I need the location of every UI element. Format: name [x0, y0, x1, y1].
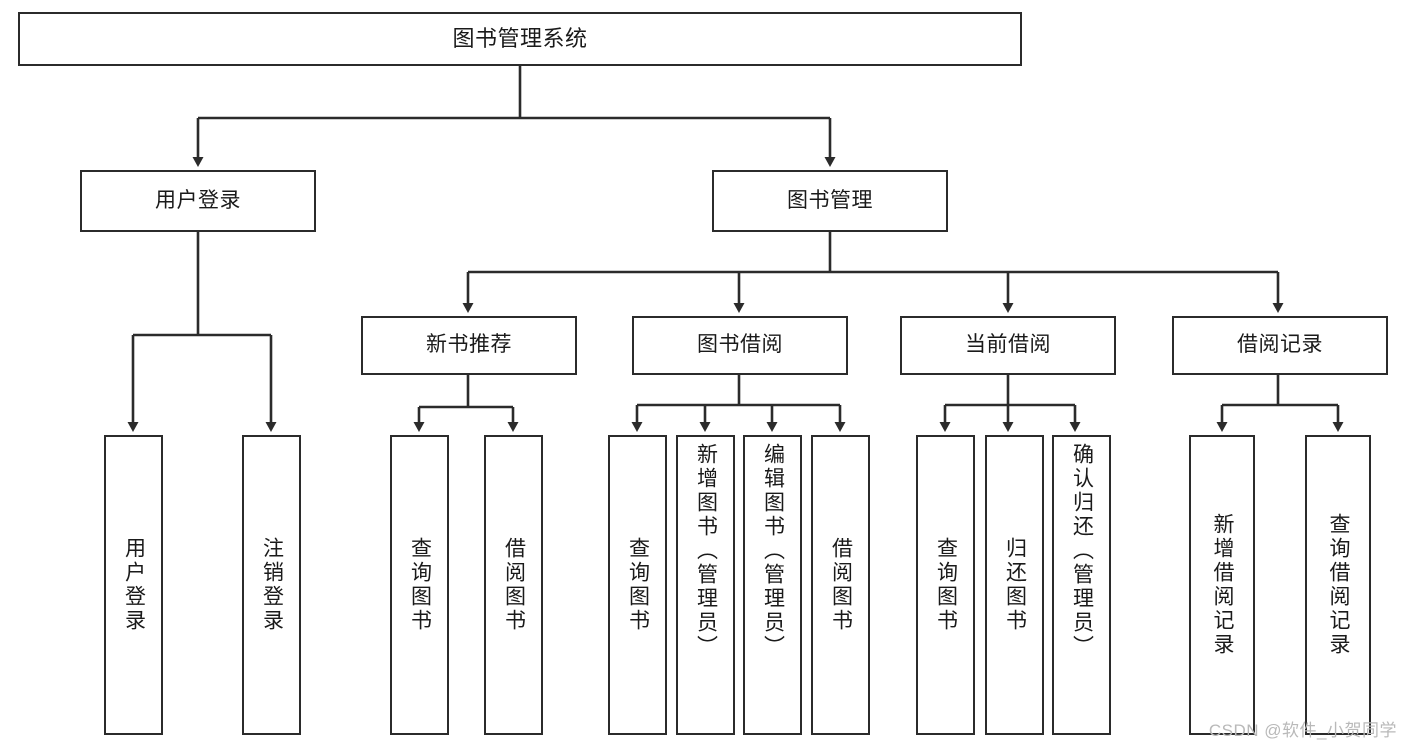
leaf-current-query-book[interactable]: 查询图书	[916, 435, 975, 735]
leaf-user-login[interactable]: 用户登录	[104, 435, 163, 735]
node-label: 确认归还（管理员）	[1070, 443, 1094, 659]
leaf-query-borrow-record[interactable]: 查询借阅记录	[1305, 435, 1371, 735]
node-current-borrow[interactable]: 当前借阅	[900, 316, 1116, 375]
leaf-borrow-book[interactable]: 借阅图书	[811, 435, 870, 735]
leaf-borrow-query-book[interactable]: 查询图书	[608, 435, 667, 735]
node-label: 注销登录	[260, 537, 284, 633]
leaf-edit-book-admin[interactable]: 编辑图书（管理员）	[743, 435, 802, 735]
node-label: 归还图书	[1003, 537, 1027, 633]
node-book-borrow[interactable]: 图书借阅	[632, 316, 848, 375]
node-root-book-management-system[interactable]: 图书管理系统	[18, 12, 1022, 66]
node-label: 用户登录	[155, 188, 241, 212]
node-label: 查询图书	[408, 537, 432, 633]
node-label: 新书推荐	[426, 333, 512, 357]
node-label: 借阅图书	[502, 537, 526, 633]
leaf-add-book-admin[interactable]: 新增图书（管理员）	[676, 435, 735, 735]
node-label: 借阅图书	[829, 537, 853, 633]
node-label: 当前借阅	[965, 333, 1051, 357]
node-label: 查询借阅记录	[1327, 513, 1351, 657]
node-label: 新增图书（管理员）	[694, 443, 718, 659]
node-label: 新增借阅记录	[1211, 513, 1235, 657]
node-label: 查询图书	[934, 537, 958, 633]
leaf-confirm-return-admin[interactable]: 确认归还（管理员）	[1052, 435, 1111, 735]
node-new-book-recommend[interactable]: 新书推荐	[361, 316, 577, 375]
leaf-new-book-query-book[interactable]: 查询图书	[390, 435, 449, 735]
node-label: 图书管理系统	[452, 26, 588, 52]
watermark: CSDN @软件_小贺同学	[1208, 721, 1397, 740]
node-label: 查询图书	[626, 537, 650, 633]
leaf-new-book-borrow-book[interactable]: 借阅图书	[484, 435, 543, 735]
node-label: 借阅记录	[1237, 333, 1323, 357]
node-user-login[interactable]: 用户登录	[80, 170, 316, 232]
node-label: 用户登录	[122, 537, 146, 633]
leaf-logout[interactable]: 注销登录	[242, 435, 301, 735]
node-label: 编辑图书（管理员）	[761, 443, 785, 659]
leaf-return-book[interactable]: 归还图书	[985, 435, 1044, 735]
node-label: 图书管理	[787, 188, 873, 212]
leaf-add-borrow-record[interactable]: 新增借阅记录	[1189, 435, 1255, 735]
node-borrow-record[interactable]: 借阅记录	[1172, 316, 1388, 375]
node-book-management[interactable]: 图书管理	[712, 170, 948, 232]
node-label: 图书借阅	[697, 333, 783, 357]
